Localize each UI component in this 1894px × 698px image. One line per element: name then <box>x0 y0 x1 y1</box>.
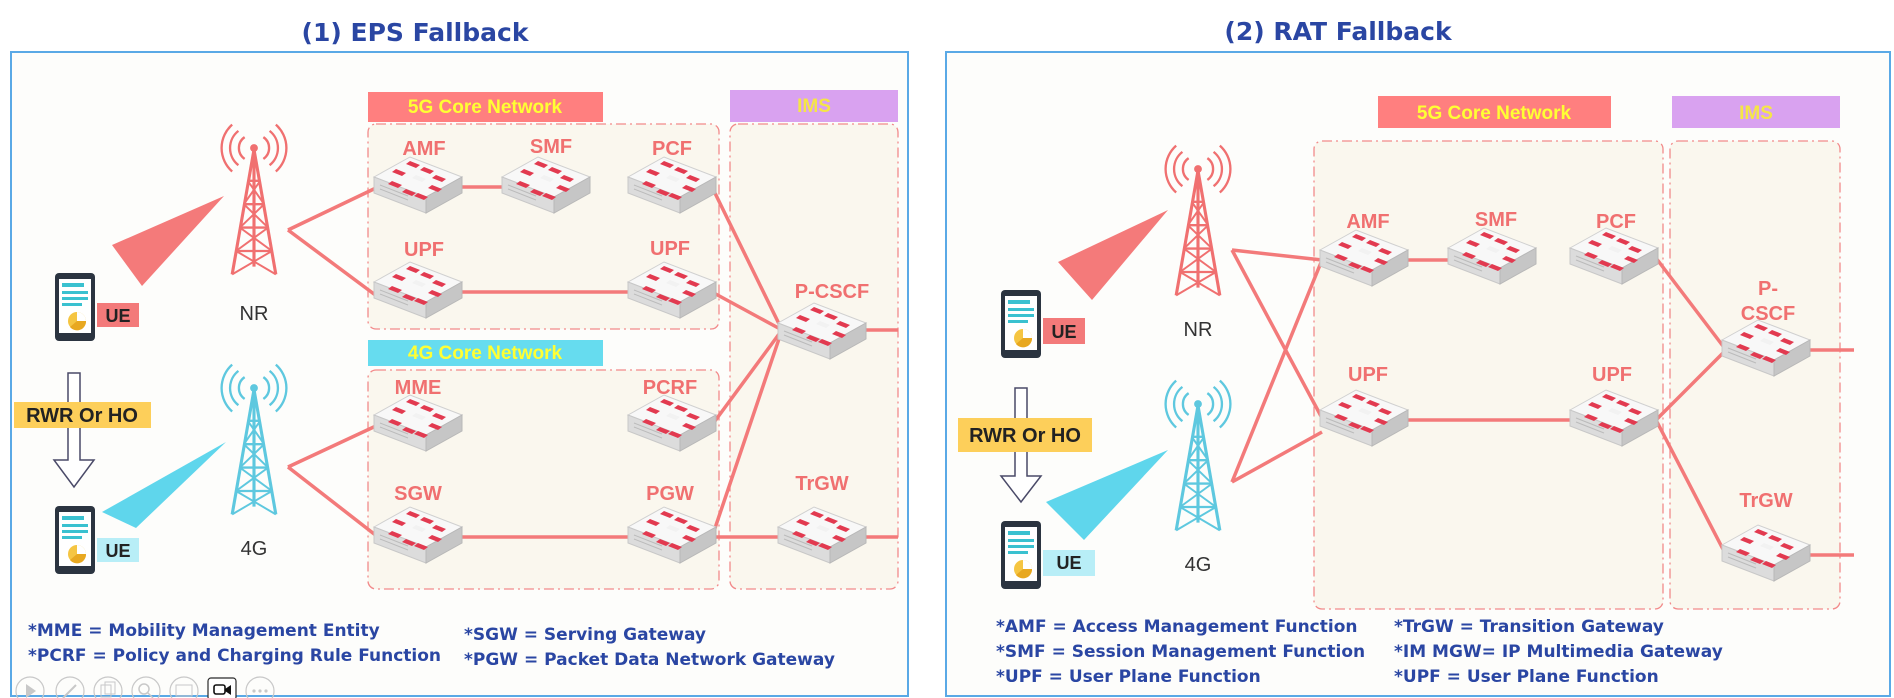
eps-ue-bottom-phone-icon <box>55 506 95 574</box>
eps-core4g-label: 4G Core Network <box>408 343 563 364</box>
eps-amf-label: AMF <box>402 138 445 160</box>
rat-ue-bottom-label: UE <box>1056 553 1081 573</box>
zoom-icon[interactable] <box>131 676 161 698</box>
eps-ue-top-label: UE <box>105 306 130 326</box>
eps-mme-label: MME <box>395 377 442 399</box>
eps-note-pcrf: *PCRF = Policy and Charging Rule Functio… <box>28 646 441 666</box>
eps-ue-bottom-label: UE <box>105 541 130 561</box>
rat-trgw-label: TrGW <box>1739 490 1792 512</box>
rat-note-upf: *UPF = User Plane Function <box>996 667 1261 687</box>
rat-ue-top-phone-icon <box>1001 290 1041 358</box>
slideshow-toolbar <box>15 676 275 698</box>
eps-note-sgw: *SGW = Serving Gateway <box>464 625 706 645</box>
rat-note-amf: *AMF = Access Management Function <box>996 617 1358 637</box>
rat-smf-label: SMF <box>1475 209 1517 231</box>
pen-icon[interactable] <box>55 676 85 698</box>
rat-title: (2) RAT Fallback <box>1224 17 1453 46</box>
eps-ue-top-phone-icon <box>55 273 95 341</box>
rat-amf-label: AMF <box>1346 211 1389 233</box>
more-icon[interactable] <box>245 676 275 698</box>
eps-note-pgw: *PGW = Packet Data Network Gateway <box>464 650 835 670</box>
rat-links <box>1230 248 1854 557</box>
rat-lte-beam <box>1046 450 1168 540</box>
rat-upf2-label: UPF <box>1592 364 1632 386</box>
slides-icon[interactable] <box>169 676 199 698</box>
camera-icon[interactable] <box>207 677 237 698</box>
rat-ue-top-tag <box>1043 318 1085 344</box>
rat-note-immgw: *IM MGW= IP Multimedia Gateway <box>1394 642 1723 662</box>
rat-nr-label: NR <box>1184 319 1213 341</box>
rat-core5g-label: 5G Core Network <box>1417 103 1572 124</box>
eps-upf1-label: UPF <box>404 239 444 261</box>
eps-sgw-label: SGW <box>394 483 442 505</box>
eps-move-label: RWR Or HO <box>26 405 138 427</box>
eps-ims-band <box>730 90 898 122</box>
eps-core5g-band <box>368 92 603 122</box>
play-icon[interactable] <box>15 676 45 698</box>
eps-pcscf-label: P-CSCF <box>795 281 869 303</box>
rat-note-upf2: *UPF = User Plane Function <box>1394 667 1659 687</box>
eps-nr-beam <box>112 196 224 286</box>
eps-ue-bottom-tag <box>97 538 139 562</box>
eps-core4g-band <box>368 340 603 366</box>
eps-trgw-label: TrGW <box>795 473 848 495</box>
copy-icon[interactable] <box>93 676 123 698</box>
eps-links <box>286 185 898 539</box>
rat-note-smf: *SMF = Session Management Function <box>996 642 1365 662</box>
rat-note-trgw: *TrGW = Transition Gateway <box>1394 617 1664 637</box>
rat-move-label: RWR Or HO <box>969 425 1081 447</box>
eps-ims-region <box>729 123 899 590</box>
rat-ue-bottom-phone-icon <box>1001 521 1041 589</box>
eps-pgw-label: PGW <box>646 483 694 505</box>
eps-ue-top-tag <box>97 303 139 327</box>
eps-lte-beam <box>102 442 226 528</box>
rat-ims-label: IMS <box>1739 103 1773 124</box>
eps-core5g-label: 5G Core Network <box>408 97 563 118</box>
rat-ims-region <box>1669 140 1841 610</box>
eps-ims-label: IMS <box>797 96 831 117</box>
rat-pcscf-label-line2: CSCF <box>1741 303 1795 325</box>
eps-down-arrow-icon <box>52 372 96 489</box>
rat-core5g-band <box>1378 96 1611 128</box>
rat-lte-label: 4G <box>1185 554 1212 576</box>
eps-pcrf-label: PCRF <box>643 377 697 399</box>
rat-nr-beam <box>1058 210 1168 300</box>
eps-pcf-label: PCF <box>652 138 692 160</box>
rat-move-tag <box>958 418 1092 452</box>
eps-smf-label: SMF <box>530 136 572 158</box>
eps-upf2-label: UPF <box>650 238 690 260</box>
rat-pcf-label: PCF <box>1596 211 1636 233</box>
eps-title: (1) EPS Fallback <box>302 18 530 47</box>
eps-move-tag <box>14 402 151 428</box>
eps-nr-label: NR <box>240 303 269 325</box>
rat-upf1-label: UPF <box>1348 364 1388 386</box>
rat-ue-bottom-tag <box>1043 550 1095 576</box>
eps-note-mme: *MME = Mobility Management Entity <box>28 621 380 641</box>
eps-lte-label: 4G <box>241 538 268 560</box>
rat-ue-top-label: UE <box>1051 322 1076 342</box>
rat-pcscf-label-line1: P- <box>1758 278 1778 300</box>
rat-ims-band <box>1672 96 1840 128</box>
